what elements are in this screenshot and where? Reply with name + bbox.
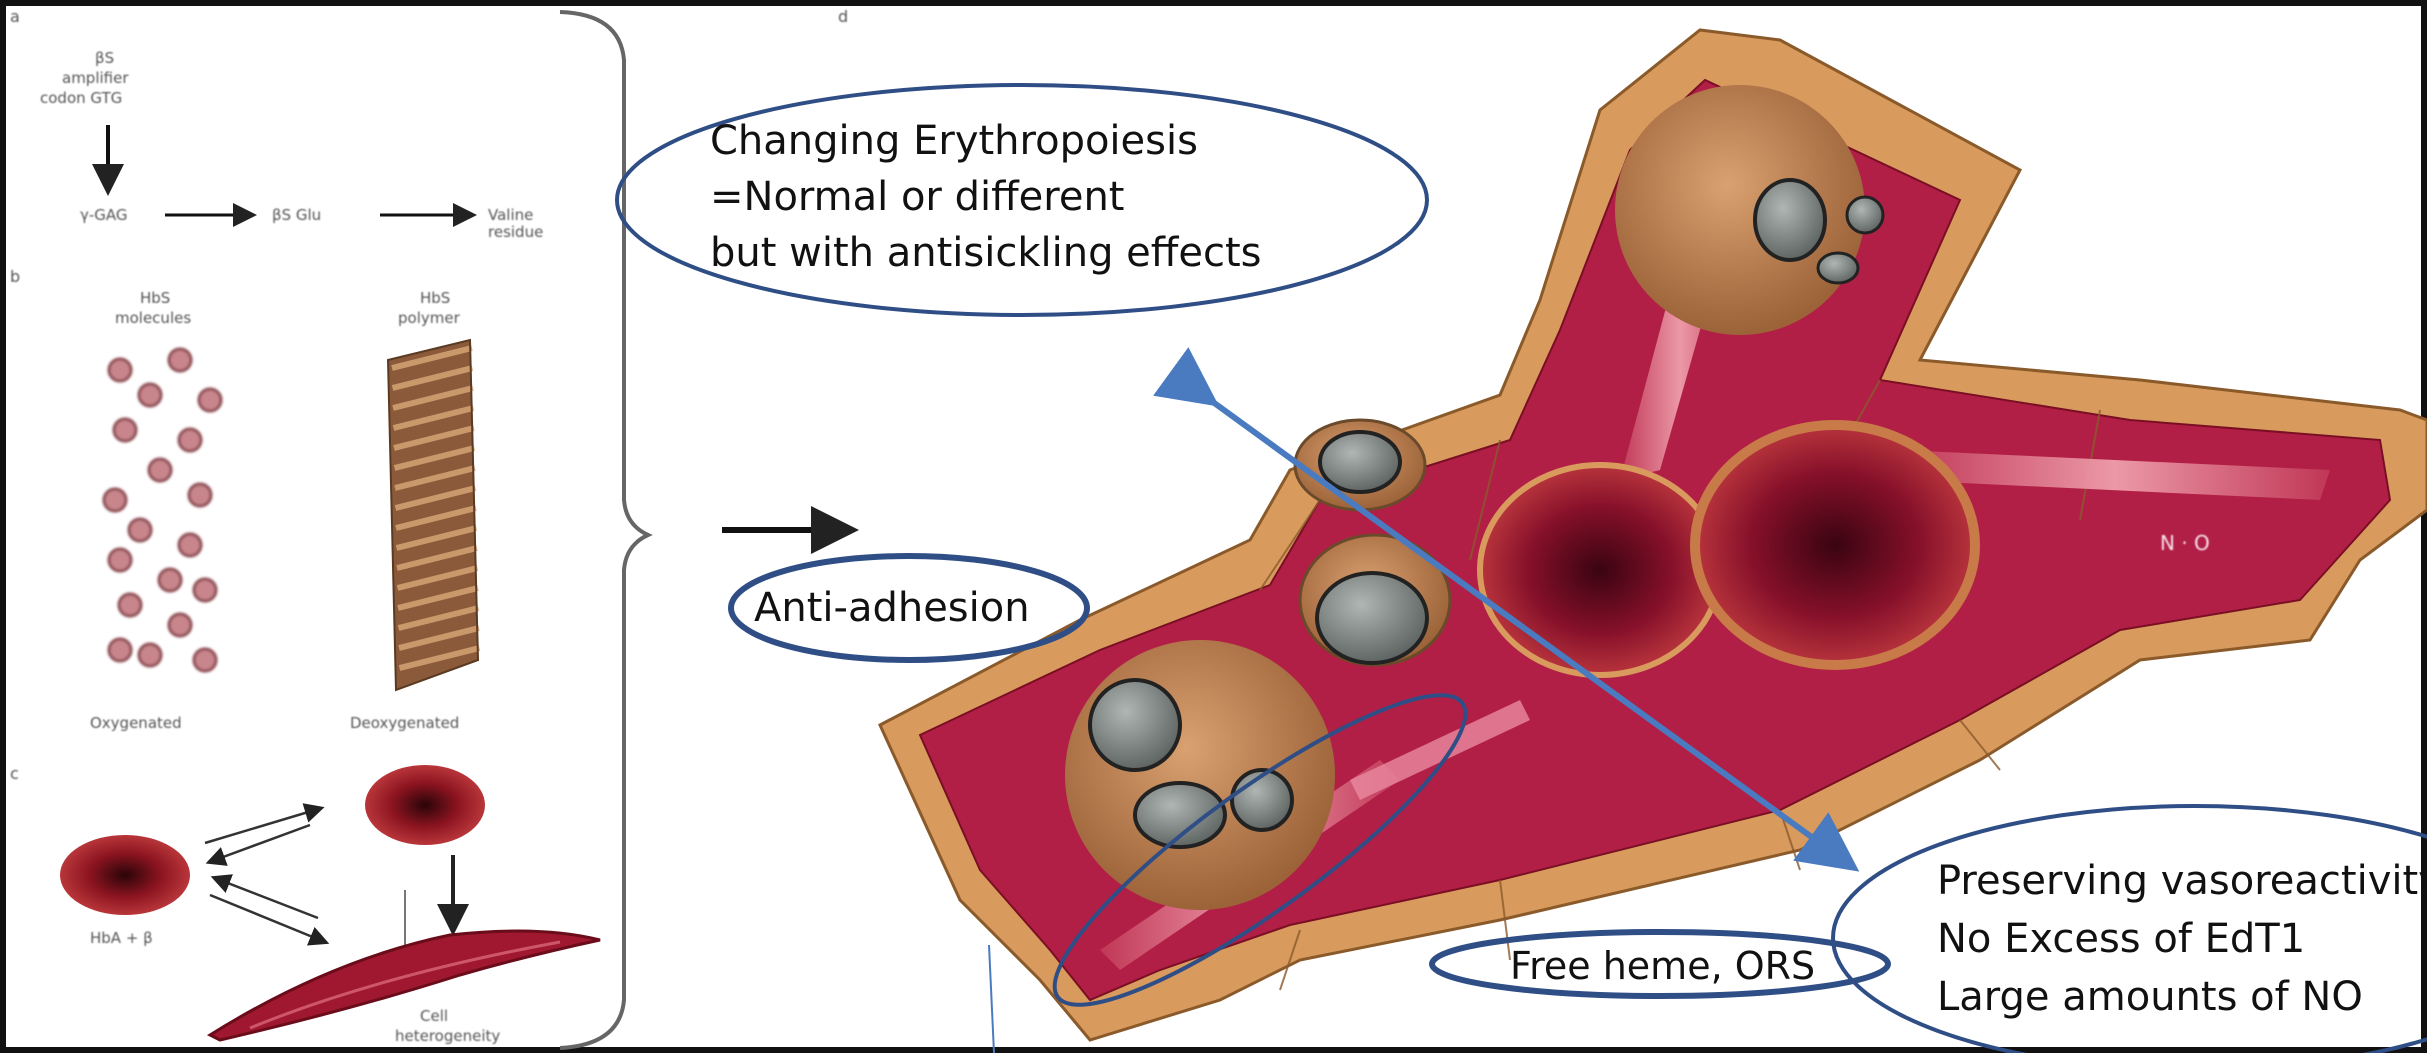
hbs-molecule-dot xyxy=(149,459,171,481)
free-heme-label: Free heme, ORS xyxy=(1510,944,1815,988)
hbs-molecule-dot xyxy=(179,534,201,556)
anti-adhesion-label: Anti-adhesion xyxy=(754,580,1030,636)
panel-a-flow-2: βS Glu xyxy=(272,207,321,224)
hbs-polymer xyxy=(388,340,480,690)
vessel-lumen-right xyxy=(1695,425,1975,665)
panel-a-line-3: codon GTG xyxy=(40,90,122,107)
hbs-molecule-dot xyxy=(109,359,131,381)
vessel-label: N · O xyxy=(2160,535,2210,552)
hbs-molecule-dot xyxy=(119,594,141,616)
hbs-molecule-dot xyxy=(139,384,161,406)
panel-a-line-1: βS xyxy=(95,50,114,67)
panel-b-left-2: molecules xyxy=(115,310,191,327)
panel-b-left-1: HbS xyxy=(140,290,170,307)
red-cell-deoxygenated xyxy=(365,765,485,845)
hbs-molecule-dot xyxy=(129,519,151,541)
leukocyte-top xyxy=(1615,85,1865,335)
hbs-molecule-dot xyxy=(194,649,216,671)
hbs-molecule-dot xyxy=(139,644,161,666)
erythropoiesis-line-2: =Normal or different xyxy=(710,169,1124,225)
panel-a-line-2: amplifier xyxy=(62,70,129,87)
panel-c-bottom-2: heterogeneity xyxy=(395,1028,500,1045)
vaso-line-2: No Excess of EdT1 xyxy=(1937,911,2305,967)
panel-b-right-2: polymer xyxy=(398,310,460,327)
hbs-molecules xyxy=(104,349,221,671)
hbs-molecule-dot xyxy=(169,349,191,371)
hbs-molecule-dot xyxy=(199,389,221,411)
panel-label-c: c xyxy=(10,765,19,782)
sickle-cell xyxy=(210,931,600,1040)
hbs-molecule-dot xyxy=(109,639,131,661)
panel-label-a: a xyxy=(10,8,20,25)
red-cell-normal xyxy=(60,835,190,915)
vessel-lumen-left xyxy=(1480,465,1720,675)
pointer-line xyxy=(989,945,994,1053)
erythropoiesis-line-1: Changing Erythropoiesis xyxy=(710,113,1198,169)
hbs-molecule-dot xyxy=(159,569,181,591)
hbs-molecule-dot xyxy=(109,549,131,571)
panel-label-d: d xyxy=(838,8,848,25)
left-panel xyxy=(60,12,648,1048)
hbs-molecule-dot xyxy=(194,579,216,601)
panel-a-flow-3: Valine residue xyxy=(488,207,568,241)
vaso-line-1: Preserving vasoreactivity xyxy=(1937,853,2427,909)
hbs-molecule-dot xyxy=(189,484,211,506)
panel-label-b: b xyxy=(10,268,20,285)
panel-b-caption-right: Deoxygenated xyxy=(350,715,459,732)
panel-c-bottom-1: Cell xyxy=(420,1008,448,1025)
leukocyte-bottom xyxy=(1065,640,1335,910)
hbs-molecule-dot xyxy=(179,429,201,451)
panel-a-flow-1: γ-GAG xyxy=(80,207,128,224)
leukocyte-adherent-nucleus xyxy=(1320,432,1400,492)
panel-b-right-1: HbS xyxy=(420,290,450,307)
hbs-molecule-dot xyxy=(169,614,191,636)
vaso-line-3: Large amounts of NO xyxy=(1937,969,2363,1025)
erythropoiesis-line-3: but with antisickling effects xyxy=(710,225,1261,281)
hbs-molecule-dot xyxy=(114,419,136,441)
hbs-molecule-dot xyxy=(104,489,126,511)
panel-c-left-label: HbA + β xyxy=(90,930,153,947)
panel-b-caption-left: Oxygenated xyxy=(90,715,182,732)
